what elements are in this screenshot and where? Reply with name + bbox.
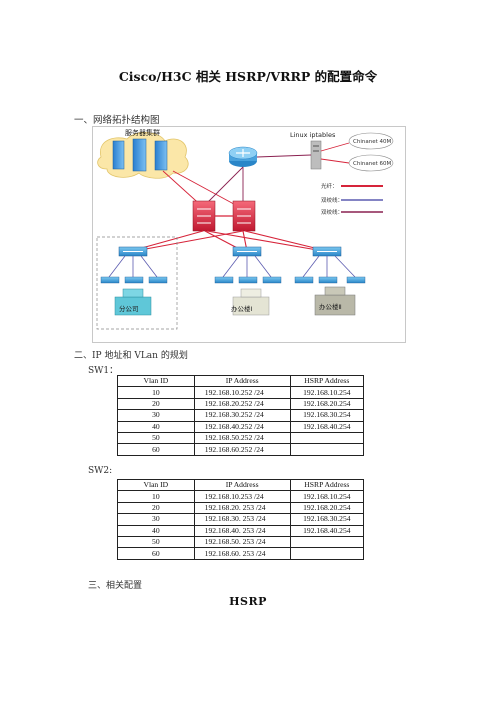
ip-address-cell: 192.168.50. 253 /24 — [193, 535, 291, 549]
hsrp-address-cell — [289, 431, 365, 445]
hsrp-address-cell — [289, 535, 365, 549]
core-switch-1-icon — [192, 200, 216, 232]
office-building-1-icon — [232, 288, 270, 316]
office-building-2-icon — [314, 286, 356, 316]
sw2-label: SW2: — [88, 466, 113, 476]
ip-address-cell: 192.168.40.252 /24 — [193, 420, 291, 433]
edge-switch-icons — [100, 276, 366, 284]
table-row: 10 192.168.10.252 /24 192.168.10.254 — [117, 386, 365, 399]
table-row: 60 192.168.60. 253 /24 — [117, 547, 365, 560]
building-label-office1: 办公楼Ⅰ — [231, 304, 253, 313]
ip-address-cell: 192.168.60.252 /24 — [193, 443, 291, 456]
ip-address-cell: 192.168.30. 253 /24 — [193, 513, 291, 526]
table-row: 40 192.168.40.252 /24 192.168.40.254 — [117, 420, 365, 433]
sw1-table: Vlan ID IP Address HSRP Address 10 192.1… — [117, 374, 365, 456]
legend-label-fiber: 光纤： — [321, 182, 338, 190]
table-row: 50 192.168.50.252 /24 — [117, 431, 365, 445]
branch-building-icon — [114, 288, 152, 316]
table-row: 50 192.168.50. 253 /24 — [117, 535, 365, 549]
table-row: 20 192.168.20. 253 /24 192.168.20.254 — [117, 501, 365, 515]
hsrp-address-cell: 192.168.20.254 — [289, 501, 365, 515]
vlan-id-cell: 50 — [117, 535, 195, 549]
hsrp-heading: HSRP — [229, 595, 267, 608]
hsrp-address-cell: 192.168.10.254 — [289, 490, 365, 503]
legend-label-twisted2: 双绞线： — [321, 208, 343, 216]
section-heading-config: 三、相关配置 — [88, 581, 143, 591]
vlan-id-cell: 10 — [117, 490, 195, 503]
header-ip-address: IP Address — [193, 478, 291, 492]
hsrp-address-cell: 192.168.40.254 — [289, 524, 365, 537]
header-vlan-id: Vlan ID — [117, 374, 195, 388]
hsrp-address-cell — [289, 443, 365, 456]
access-switch-1-icon — [118, 246, 148, 257]
vlan-id-cell: 60 — [117, 443, 195, 456]
vlan-id-cell: 40 — [117, 524, 195, 537]
hsrp-address-cell: 192.168.10.254 — [289, 386, 365, 399]
ip-address-cell: 192.168.20. 253 /24 — [193, 501, 291, 515]
linux-label: Linux iptables — [290, 131, 336, 139]
vlan-id-cell: 10 — [117, 386, 195, 399]
page-title: Cisco/H3C 相关 HSRP/VRRP 的配置命令 — [118, 69, 378, 84]
network-topology-diagram: 服务器集群 Linux iptables Chin — [92, 126, 406, 343]
header-vlan-id: Vlan ID — [117, 478, 195, 492]
ip-address-cell: 192.168.40. 253 /24 — [193, 524, 291, 537]
server-rack-icons — [112, 138, 168, 172]
vlan-id-cell: 20 — [117, 397, 195, 411]
access-switch-2-icon — [232, 246, 262, 257]
table-row: 10 192.168.10.253 /24 192.168.10.254 — [117, 490, 365, 503]
section-heading-ip-vlan: 二、IP 地址和 VLan 的规划 — [74, 351, 188, 361]
ip-address-cell: 192.168.20.252 /24 — [193, 397, 291, 411]
server-cluster-label: 服务器集群 — [125, 128, 160, 137]
sw2-table: Vlan ID IP Address HSRP Address 10 192.1… — [117, 478, 365, 560]
core-switch-2-icon — [232, 200, 256, 232]
hsrp-address-cell: 192.168.20.254 — [289, 397, 365, 411]
section-heading-topology: 一、网络拓扑结构图 — [74, 115, 160, 126]
vlan-id-cell: 50 — [117, 431, 195, 445]
table-row: 30 192.168.30.252 /24 192.168.30.254 — [117, 409, 365, 422]
vlan-id-cell: 20 — [117, 501, 195, 515]
vlan-id-cell: 40 — [117, 420, 195, 433]
ip-address-cell: 192.168.60. 253 /24 — [193, 547, 291, 560]
table-row: 60 192.168.60.252 /24 — [117, 443, 365, 456]
building-label-office2: 办公楼Ⅱ — [319, 302, 342, 311]
router-icon — [228, 146, 258, 167]
table-header-row: Vlan ID IP Address HSRP Address — [117, 478, 365, 492]
table-row: 30 192.168.30. 253 /24 192.168.30.254 — [117, 513, 365, 526]
header-hsrp-address: HSRP Address — [289, 478, 365, 492]
isp2-label: Chinanet 60M — [353, 161, 391, 167]
topology-svg: 服务器集群 Linux iptables Chin — [96, 128, 394, 330]
access-switch-3-icon — [312, 246, 342, 257]
table-row: 20 192.168.20.252 /24 192.168.20.254 — [117, 397, 365, 411]
linux-firewall-icon — [310, 140, 322, 170]
hsrp-address-cell: 192.168.40.254 — [289, 420, 365, 433]
ip-address-cell: 192.168.10.253 /24 — [193, 490, 291, 503]
hsrp-address-cell — [289, 547, 365, 560]
building-label-branch: 分公司 — [119, 304, 139, 313]
sw1-label: SW1： — [88, 366, 119, 376]
hsrp-address-cell: 192.168.30.254 — [289, 409, 365, 422]
ip-address-cell: 192.168.10.252 /24 — [193, 386, 291, 399]
isp1-label: Chinanet 40M — [353, 139, 391, 145]
branch-dashed-box — [96, 236, 178, 330]
hsrp-address-cell: 192.168.30.254 — [289, 513, 365, 526]
vlan-id-cell: 30 — [117, 513, 195, 526]
header-ip-address: IP Address — [193, 374, 291, 388]
table-row: 40 192.168.40. 253 /24 192.168.40.254 — [117, 524, 365, 537]
ip-address-cell: 192.168.50.252 /24 — [193, 431, 291, 445]
header-hsrp-address: HSRP Address — [289, 374, 365, 388]
ip-address-cell: 192.168.30.252 /24 — [193, 409, 291, 422]
table-header-row: Vlan ID IP Address HSRP Address — [117, 374, 365, 388]
vlan-id-cell: 30 — [117, 409, 195, 422]
vlan-id-cell: 60 — [117, 547, 195, 560]
legend-label-twisted1: 双绞线： — [321, 196, 343, 204]
